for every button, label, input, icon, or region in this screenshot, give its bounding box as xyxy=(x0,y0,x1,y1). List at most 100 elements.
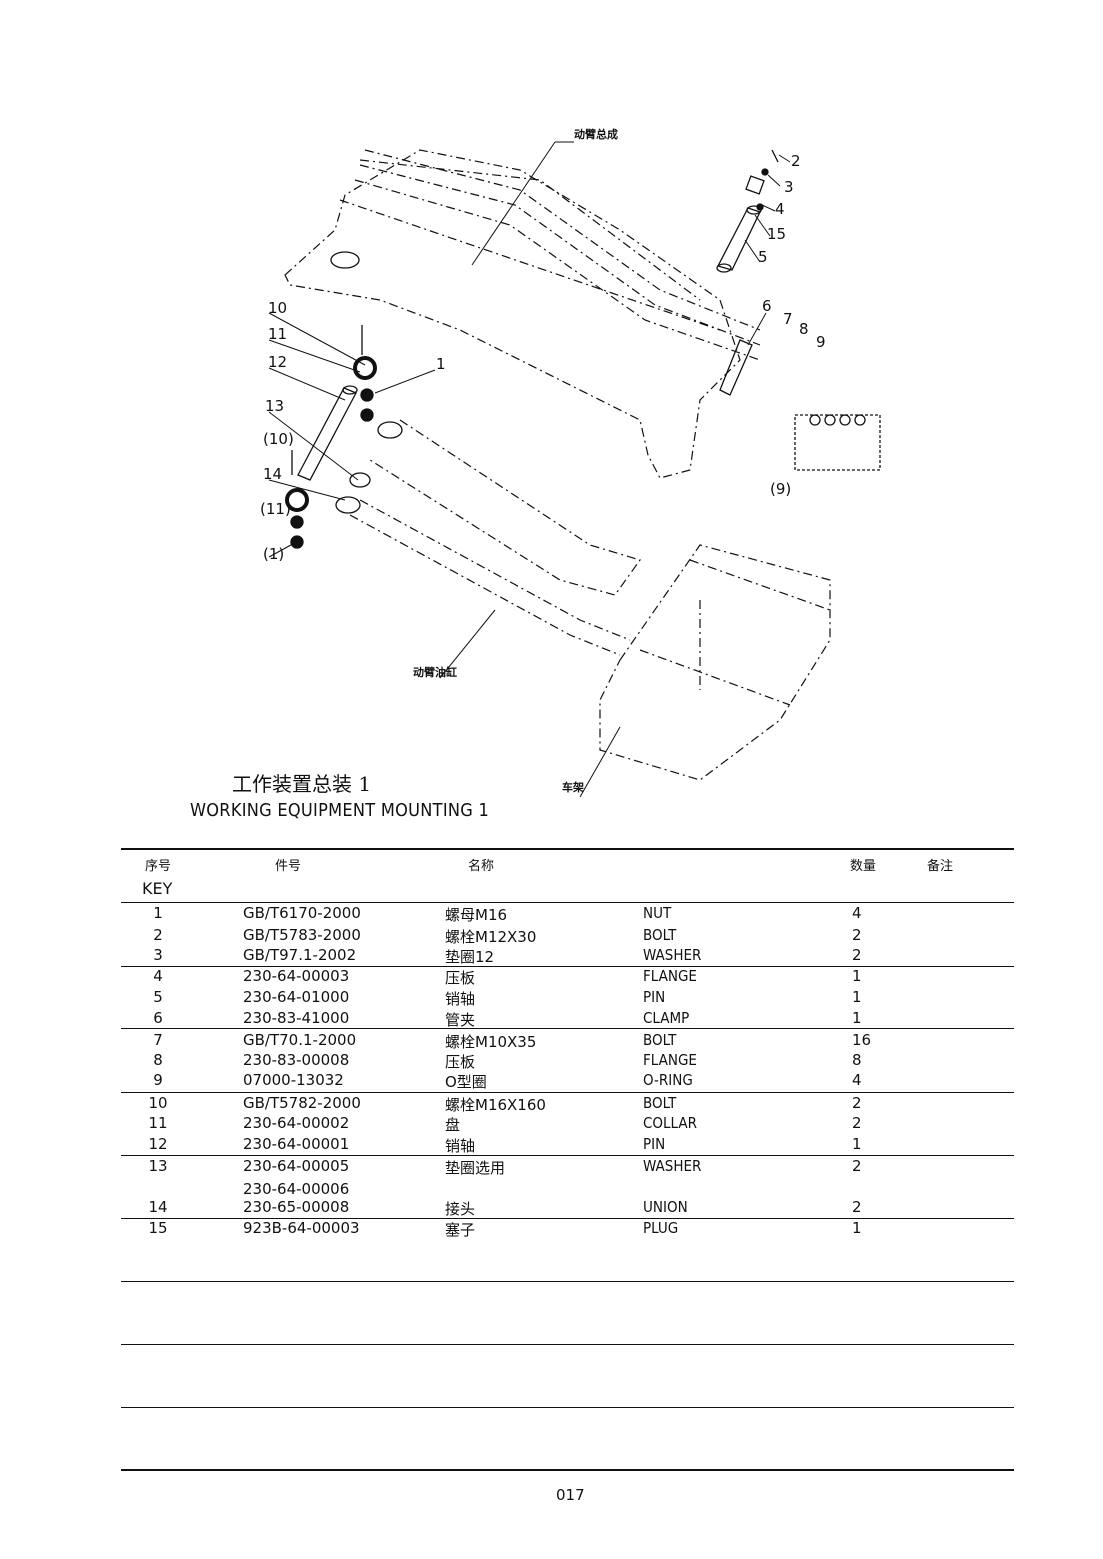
cell-part-number: GB/T97.1-2002 xyxy=(243,946,357,964)
cell-name-cn: 螺栓M16X160 xyxy=(445,1096,546,1114)
callout-10: 10 xyxy=(268,299,288,317)
cell-quantity: 2 xyxy=(852,926,862,944)
cell-key: 15 xyxy=(148,1219,168,1237)
cell-name-en: FLANGE xyxy=(643,967,697,985)
cell-name-cn: 螺母M16 xyxy=(445,906,508,924)
cell-part-number: 230-65-00008 xyxy=(243,1198,350,1216)
cell-part-number: 230-64-01000 xyxy=(243,988,350,1006)
callout-3: 3 xyxy=(784,178,794,196)
header-qty: 数量 xyxy=(850,859,877,874)
callout-10b: (10) xyxy=(263,430,294,448)
cell-name-en: UNION xyxy=(643,1198,688,1216)
cell-key: 3 xyxy=(153,946,163,964)
valve-block xyxy=(794,414,881,471)
boom-cylinder-outline xyxy=(369,419,641,596)
table-header-rule xyxy=(121,902,1014,903)
label-boom-assembly: 动臂总成 xyxy=(574,128,618,141)
cell-name-en: WASHER xyxy=(643,946,702,964)
cell-part-number: GB/T5782-2000 xyxy=(243,1094,361,1112)
cell-name-cn: 垫圈12 xyxy=(445,948,495,966)
group-rule xyxy=(121,1281,1014,1282)
cell-name-en: FLANGE xyxy=(643,1051,697,1069)
cell-name-cn: 压板 xyxy=(445,1053,476,1071)
cell-key: 7 xyxy=(153,1031,163,1049)
cell-key: 9 xyxy=(153,1071,163,1089)
cell-key: 6 xyxy=(153,1009,163,1027)
cell-name-cn: 塞子 xyxy=(445,1221,476,1239)
frame-outline xyxy=(599,544,831,781)
callout-12: 12 xyxy=(268,353,288,371)
callout-13: 13 xyxy=(265,397,285,415)
cell-part-number: 923B-64-00003 xyxy=(243,1219,360,1237)
cell-name-en: PLUG xyxy=(643,1219,679,1237)
cell-quantity: 1 xyxy=(852,988,862,1006)
cell-key: 5 xyxy=(153,988,163,1006)
cell-name-en: BOLT xyxy=(643,1031,677,1049)
page-number: 017 xyxy=(556,1486,585,1504)
cell-key: 13 xyxy=(148,1157,168,1175)
group-rule xyxy=(121,1155,1014,1156)
cell-part-number: 230-64-00006 xyxy=(243,1180,350,1198)
cell-name-en: PIN xyxy=(643,1135,666,1153)
callout-2: 2 xyxy=(791,152,801,170)
cell-name-en: NUT xyxy=(643,904,672,922)
cell-part-number: 230-64-00003 xyxy=(243,967,350,985)
cell-name-cn: 垫圈选用 xyxy=(445,1159,506,1177)
callout-6: 6 xyxy=(762,297,772,315)
group-rule xyxy=(121,1028,1014,1029)
cell-quantity: 2 xyxy=(852,946,862,964)
cell-part-number: 230-83-41000 xyxy=(243,1009,350,1027)
cell-name-en: PIN xyxy=(643,988,666,1006)
cell-quantity: 1 xyxy=(852,1219,862,1237)
cell-part-number: 230-64-00005 xyxy=(243,1157,350,1175)
cell-quantity: 2 xyxy=(852,1157,862,1175)
cell-quantity: 16 xyxy=(852,1031,872,1049)
header-key-cn: 序号 xyxy=(145,859,172,874)
pin-5-shape xyxy=(717,207,761,271)
table-top-rule xyxy=(121,848,1014,850)
callout-11b: (11) xyxy=(260,500,291,518)
callout-5: 5 xyxy=(758,248,768,266)
cell-key: 1 xyxy=(153,904,163,922)
cell-part-number: 07000-13032 xyxy=(243,1071,344,1089)
cell-name-en: CLAMP xyxy=(643,1009,690,1027)
callout-11: 11 xyxy=(268,325,288,343)
cell-name-cn: 螺栓M10X35 xyxy=(445,1033,537,1051)
cell-quantity: 2 xyxy=(852,1198,862,1216)
exploded-view-diagram xyxy=(268,141,881,798)
cell-part-number: GB/T6170-2000 xyxy=(243,904,361,922)
cell-key: 12 xyxy=(148,1135,168,1153)
group-rule xyxy=(121,1407,1014,1408)
header-name: 名称 xyxy=(468,859,495,874)
cell-quantity: 1 xyxy=(852,967,862,985)
cell-key: 10 xyxy=(148,1094,168,1112)
header-key-en: KEY xyxy=(142,879,173,898)
clamp-6-shape xyxy=(719,339,753,396)
cell-name-en: BOLT xyxy=(643,1094,677,1112)
cell-name-cn: 销轴 xyxy=(445,1137,476,1155)
cell-quantity: 2 xyxy=(852,1114,862,1132)
callout-8: 8 xyxy=(799,320,809,338)
cell-part-number: GB/T70.1-2000 xyxy=(243,1031,357,1049)
cell-name-cn: 管夹 xyxy=(445,1011,476,1029)
cell-part-number: 230-83-00008 xyxy=(243,1051,350,1069)
cell-name-cn: 销轴 xyxy=(445,990,476,1008)
cell-part-number: 230-64-00001 xyxy=(243,1135,350,1153)
label-frame: 车架 xyxy=(562,781,584,794)
callout-15: 15 xyxy=(767,225,787,243)
table-bottom-rule xyxy=(121,1469,1014,1471)
callout-4: 4 xyxy=(775,200,785,218)
cell-name-cn: 盘 xyxy=(445,1116,461,1134)
cell-quantity: 4 xyxy=(852,904,862,922)
cell-name-cn: O型圈 xyxy=(445,1073,487,1091)
cell-name-en: O-RING xyxy=(643,1071,693,1089)
boom-outline xyxy=(284,149,741,479)
cell-key: 8 xyxy=(153,1051,163,1069)
callout-9: 9 xyxy=(816,333,826,351)
callout-14: 14 xyxy=(263,465,283,483)
cell-quantity: 8 xyxy=(852,1051,862,1069)
cell-name-en: BOLT xyxy=(643,926,677,944)
callout-9b: (9) xyxy=(770,480,792,498)
title-chinese: 工作装置总装 1 xyxy=(232,772,372,796)
label-boom-cylinder: 动臂油缸 xyxy=(413,666,457,679)
